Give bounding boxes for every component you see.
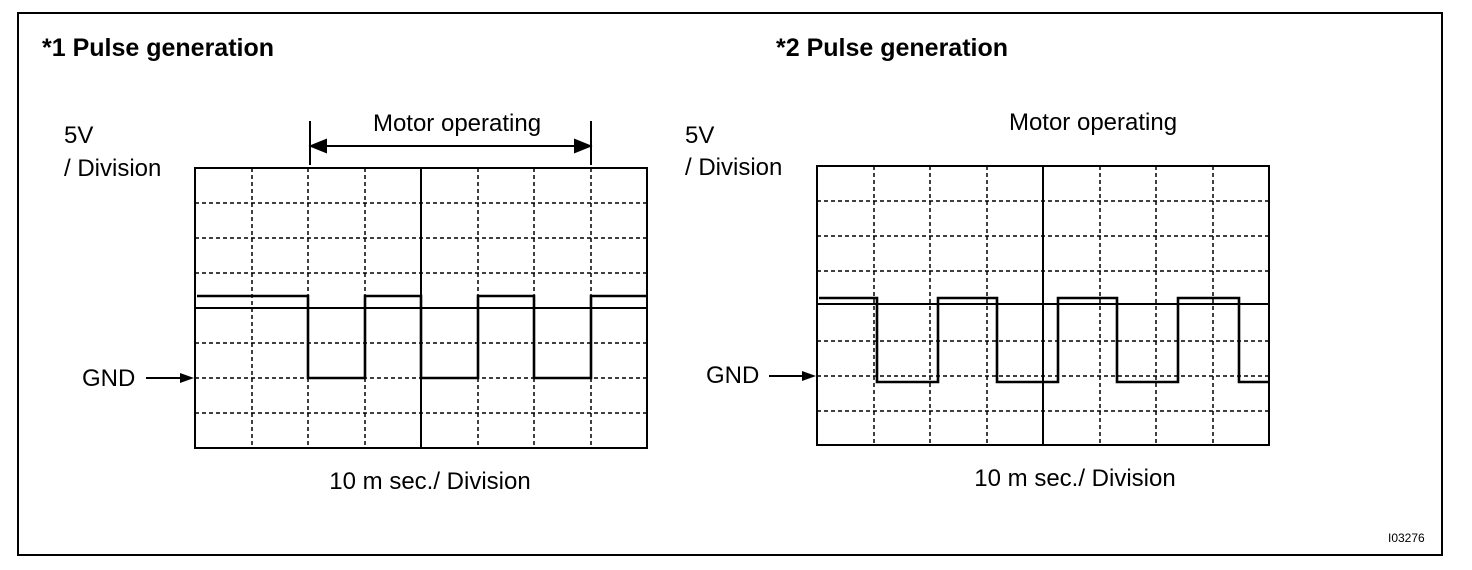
panel-1-time-label: 10 m sec./ Division: [329, 468, 531, 495]
panel-2-title: *2 Pulse generation: [776, 34, 1009, 62]
panel-1-gnd-arrow: [146, 373, 194, 383]
figure-frame: [17, 12, 1443, 556]
panel-2-grid: [816, 165, 1270, 446]
panel-1-motor-operating-label: Motor operating: [372, 110, 542, 137]
panel-2-volt-division-label: / Division: [685, 154, 783, 181]
panel-2-oscilloscope: [769, 165, 1270, 446]
figure-reference-id: I03276: [1388, 531, 1425, 545]
panel-2-gnd-arrow: [769, 371, 816, 381]
panel-2-pulse-waveform: [819, 296, 1269, 384]
panel-1-volt-division-label: / Division: [64, 155, 162, 182]
panel-1-volt-label: 5V: [64, 122, 94, 149]
panel-1-gnd-label: GND: [82, 365, 136, 392]
panel-1-title: *1 Pulse generation: [42, 34, 275, 62]
panel-1-pulse-waveform: [197, 294, 647, 380]
panel-2-gnd-label: GND: [706, 362, 760, 389]
panel-1-motor-operating-arrow: [308, 121, 593, 165]
panel-2-time-label: 10 m sec./ Division: [974, 465, 1176, 492]
panel-1-oscilloscope: [146, 121, 648, 449]
panel-2-motor-operating-label: Motor operating: [1008, 109, 1178, 136]
panel-2-volt-label: 5V: [685, 122, 715, 149]
